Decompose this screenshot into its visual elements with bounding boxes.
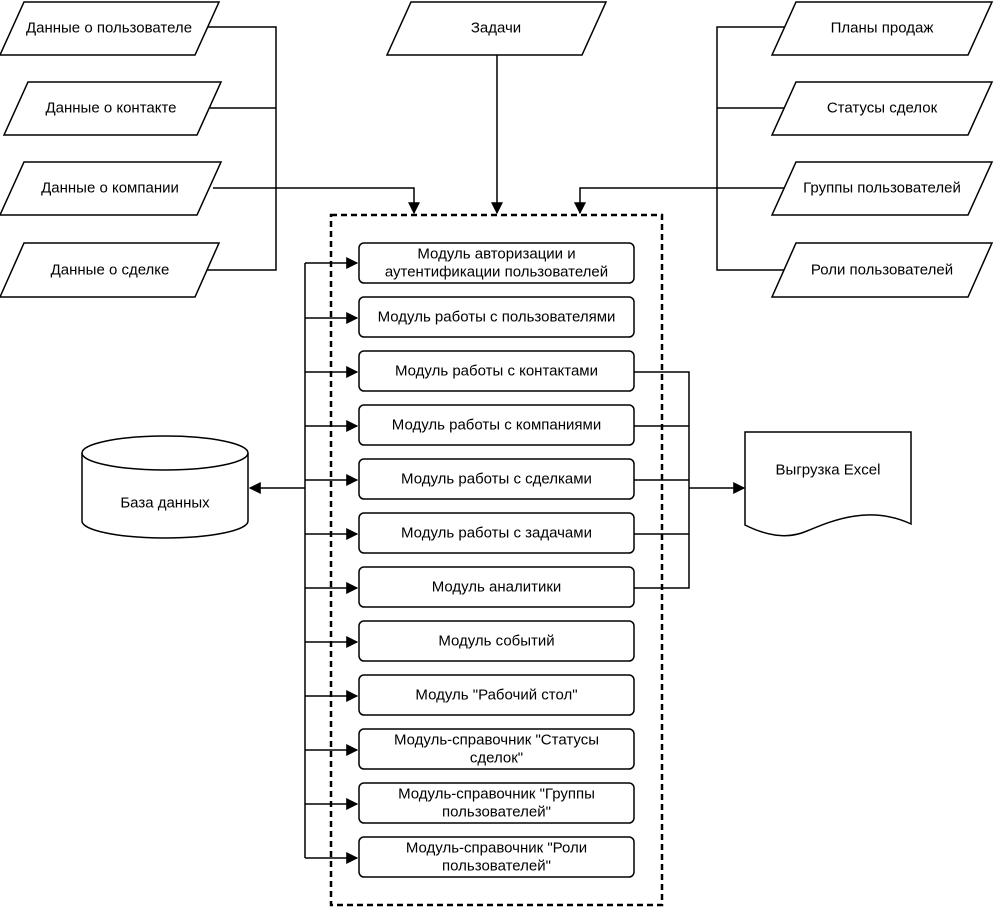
database-bus (248, 257, 359, 864)
module-box: Модуль аналитики (358, 566, 635, 608)
excel-export: Выгрузка Excel (744, 431, 912, 537)
database-label: База данных (120, 495, 210, 512)
input-user-roles: Роли пользователей (770, 242, 994, 298)
input-contact-data: Данные о контакте (2, 81, 223, 136)
input-user-roles-label: Роли пользователей (811, 262, 953, 279)
input-deal-data-label: Данные о сделке (51, 262, 170, 279)
left-inputs-connectors (206, 26, 420, 271)
input-deal-statuses: Статусы сделок (770, 81, 994, 136)
module-label: Модуль работы с задачами (401, 525, 592, 542)
input-sales-plans: Планы продаж (770, 1, 994, 56)
input-user-groups-label: Группы пользователей (803, 180, 961, 197)
input-tasks: Задачи (385, 1, 608, 56)
input-company-data-label: Данные о компании (41, 180, 179, 197)
module-box: Модуль работы с пользователями (358, 296, 635, 338)
module-box: Модуль событий (358, 620, 635, 662)
input-contact-data-label: Данные о контакте (45, 100, 176, 117)
input-deal-data: Данные о сделке (0, 242, 221, 298)
input-deal-statuses-label: Статусы сделок (827, 100, 938, 117)
module-label: Модуль работы с компаниями (392, 417, 601, 434)
module-box: Модуль работы с контактами (358, 350, 635, 392)
module-label: пользователей" (442, 804, 551, 821)
module-label: Модуль событий (438, 633, 554, 650)
input-user-groups: Группы пользователей (770, 161, 994, 216)
module-label: Модуль "Рабочий стол" (415, 687, 577, 704)
module-box: Модуль "Рабочий стол" (358, 674, 635, 716)
module-label: сделок" (470, 750, 523, 767)
export-connectors (634, 371, 746, 589)
input-user-data-label: Данные о пользователе (26, 20, 192, 37)
module-label: Модуль авторизации и (417, 246, 575, 263)
system-boundary (329, 213, 664, 907)
module-label: Модуль-справочник "Группы (398, 786, 595, 803)
module-label: Модуль-справочник "Роли (406, 840, 587, 857)
module-label: Модуль-справочник "Статусы (394, 732, 599, 749)
module-label: Модуль работы с сделками (401, 471, 592, 488)
module-label: аутентификации пользователей (385, 264, 608, 281)
module-label: Модуль работы с контактами (395, 363, 598, 380)
database: База данных (81, 435, 249, 539)
input-company-data: Данные о компании (0, 161, 223, 216)
module-box: Модуль работы с компаниями (358, 404, 635, 446)
right-inputs: Планы продаж Статусы сделок Группы польз… (770, 1, 994, 298)
module-label: Модуль работы с пользователями (378, 309, 616, 326)
module-box: Модуль работы с задачами (358, 512, 635, 554)
input-sales-plans-label: Планы продаж (831, 20, 934, 37)
module-box: Модуль работы с сделками (358, 458, 635, 500)
input-tasks-label: Задачи (471, 20, 521, 37)
module-label: Модуль аналитики (432, 579, 562, 596)
module-label: пользователей" (442, 858, 551, 875)
input-user-data: Данные о пользователе (0, 1, 221, 56)
excel-export-label: Выгрузка Excel (776, 462, 881, 479)
right-inputs-connectors (574, 26, 802, 271)
left-inputs: Данные о пользователе Данные о контакте … (0, 1, 223, 298)
